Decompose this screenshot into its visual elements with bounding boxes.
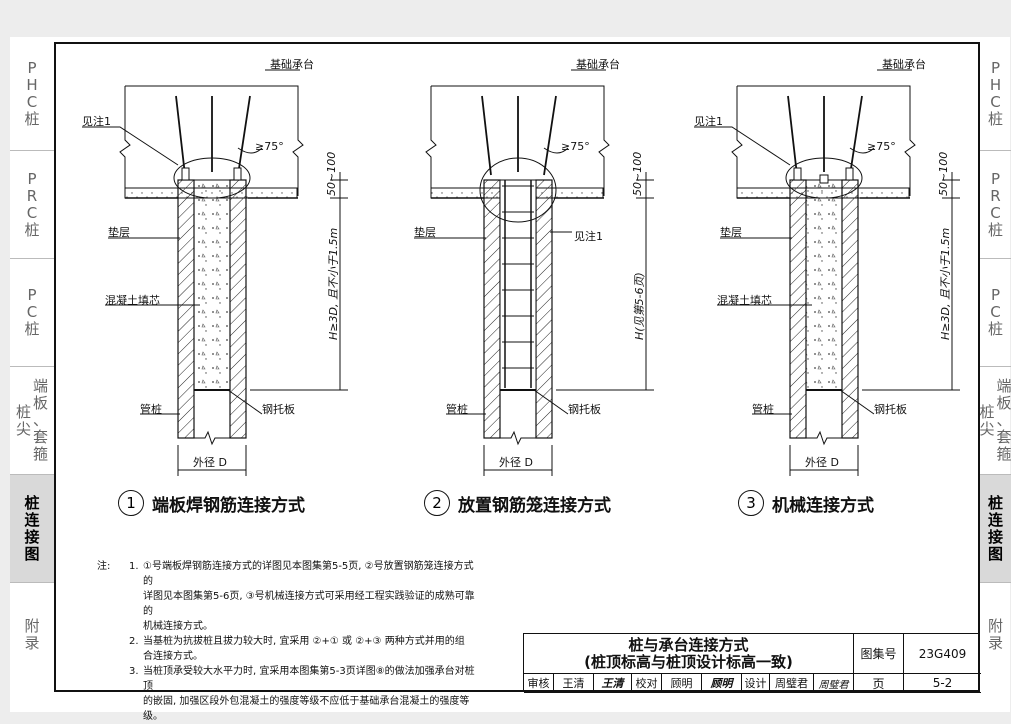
- dim-h-label: H≥3D, 且不小于1.5m: [937, 228, 953, 340]
- caption-number: 2: [424, 490, 450, 516]
- title-block: 桩与承台连接方式 (桩顶标高与桩顶设计标高一致) 图集号 23G409 审核 王…: [523, 633, 980, 692]
- cap-outline: [120, 86, 130, 196]
- title-line-1: 桩与承台连接方式: [524, 637, 853, 654]
- reviewer-signature: 王清: [594, 674, 632, 693]
- plate-label: 钢托板: [874, 401, 907, 417]
- designer-name: 周璧君: [770, 674, 814, 693]
- cushion-label: 垫层: [720, 224, 742, 240]
- notes: 注: 1. ①号端板焊钢筋连接方式的详图见本图集第5-5页, ②号放置钢筋笼连接…: [97, 559, 477, 724]
- caption-3: 3 机械连接方式: [738, 490, 874, 516]
- note-line: 机械连接方式。: [143, 619, 477, 634]
- caption-text: 机械连接方式: [772, 491, 874, 516]
- fill-label: 混凝土填芯: [105, 292, 160, 308]
- pipe-label: 管桩: [446, 401, 468, 417]
- page-number: 5-2: [904, 674, 981, 693]
- leader-line: [82, 127, 178, 165]
- pile-wall-right: [230, 180, 246, 438]
- caption-2: 2 放置钢筋笼连接方式: [424, 490, 611, 516]
- pile-wall-right: [536, 180, 552, 438]
- plate-label: 钢托板: [568, 401, 601, 417]
- check-label: 校对: [632, 674, 662, 693]
- note-line: 详图见本图集第5-6页, ③号机械连接方式可采用经工程实践验证的成熟可靠的: [143, 589, 477, 619]
- note-number: 3.: [129, 664, 143, 724]
- plate-label: 钢托板: [262, 401, 295, 417]
- rebar: [788, 96, 797, 175]
- cushion-label: 垫层: [108, 224, 130, 240]
- note-line: 当桩顶承受较大水平力时, 宜采用本图集第5-3页详图⑧的做法加强承台对桩顶: [143, 664, 477, 694]
- note-label: 见注1: [574, 228, 603, 244]
- caption-text: 放置钢筋笼连接方式: [458, 491, 611, 516]
- pile-wall-left: [790, 180, 806, 438]
- weld-connector: [182, 168, 189, 180]
- page-label: 页: [854, 674, 904, 693]
- fill-label: 混凝土填芯: [717, 292, 772, 308]
- angle-label: ≥75°: [867, 140, 896, 153]
- pipe-label: 管桩: [752, 401, 774, 417]
- caption-1: 1 端板焊钢筋连接方式: [118, 490, 305, 516]
- drawing-title: 桩与承台连接方式 (桩顶标高与桩顶设计标高一致): [524, 634, 854, 674]
- cap-label: 基础承台: [576, 56, 620, 72]
- diameter-label: 外径 D: [499, 454, 533, 470]
- checker-name: 顾明: [662, 674, 702, 693]
- weld-connector: [794, 168, 801, 180]
- rebar: [544, 96, 556, 175]
- note-number: 1.: [129, 559, 143, 634]
- review-label: 审核: [524, 674, 554, 693]
- note-2: 2. 当基桩为抗拔桩且拔力较大时, 宜采用 ②+① 或 ②+③ 两种方式并用的组…: [97, 634, 477, 664]
- note-line: 合连接方式。: [143, 649, 465, 664]
- dim-h-label: H(见第5-6页): [631, 272, 647, 340]
- notes-prefix: 注:: [97, 559, 129, 634]
- leader-line: [694, 127, 790, 165]
- dim-top-label: 50~100: [937, 152, 950, 196]
- design-label: 设计: [742, 674, 770, 693]
- rebar: [176, 96, 185, 175]
- coupler: [820, 175, 828, 183]
- diameter-label: 外径 D: [193, 454, 227, 470]
- pipe-label: 管桩: [140, 401, 162, 417]
- note-line: ①号端板焊钢筋连接方式的详图见本图集第5-5页, ②号放置钢筋笼连接方式的: [143, 559, 477, 589]
- diameter-label: 外径 D: [805, 454, 839, 470]
- angle-label: ≥75°: [561, 140, 590, 153]
- weld-connector: [846, 168, 853, 180]
- dim-h-label: H≥3D, 且不小于1.5m: [325, 228, 341, 340]
- note-3: 3. 当桩顶承受较大水平力时, 宜采用本图集第5-3页详图⑧的做法加强承台对桩顶…: [97, 664, 477, 724]
- rebar: [482, 96, 491, 175]
- cap-outline: [426, 86, 436, 196]
- dim-top-label: 50~100: [631, 152, 644, 196]
- core-fill: [806, 180, 842, 390]
- atlas-label: 图集号: [854, 634, 904, 674]
- cap-label: 基础承台: [270, 56, 314, 72]
- caption-number: 3: [738, 490, 764, 516]
- weld-connector: [234, 168, 241, 180]
- rebar: [850, 96, 862, 175]
- caption-text: 端板焊钢筋连接方式: [152, 491, 305, 516]
- checker-signature: 顾明: [702, 674, 742, 693]
- note-label: 见注1: [82, 113, 111, 129]
- cap-outline: [732, 86, 742, 196]
- core-fill: [194, 180, 230, 390]
- title-line-2: (桩顶标高与桩顶设计标高一致): [524, 654, 853, 671]
- note-line: 的嵌固, 加强区段外包混凝土的强度等级不应低于基础承台混凝土的强度等级。: [143, 694, 477, 724]
- cap-label: 基础承台: [882, 56, 926, 72]
- note-line: 当基桩为抗拔桩且拔力较大时, 宜采用 ②+① 或 ②+③ 两种方式并用的组: [143, 634, 465, 649]
- pile-wall-left: [178, 180, 194, 438]
- note-1: 注: 1. ①号端板焊钢筋连接方式的详图见本图集第5-5页, ②号放置钢筋笼连接…: [97, 559, 477, 634]
- pile-wall-left: [484, 180, 500, 438]
- designer-signature: 周璧君: [814, 674, 854, 693]
- note-number: 2.: [129, 634, 143, 664]
- atlas-number: 23G409: [904, 634, 981, 674]
- cushion-label: 垫层: [414, 224, 436, 240]
- dim-top-label: 50~100: [325, 152, 338, 196]
- pile-wall-right: [842, 180, 858, 438]
- angle-label: ≥75°: [255, 140, 284, 153]
- note-label: 见注1: [694, 113, 723, 129]
- reviewer-name: 王清: [554, 674, 594, 693]
- caption-number: 1: [118, 490, 144, 516]
- rebar: [238, 96, 250, 175]
